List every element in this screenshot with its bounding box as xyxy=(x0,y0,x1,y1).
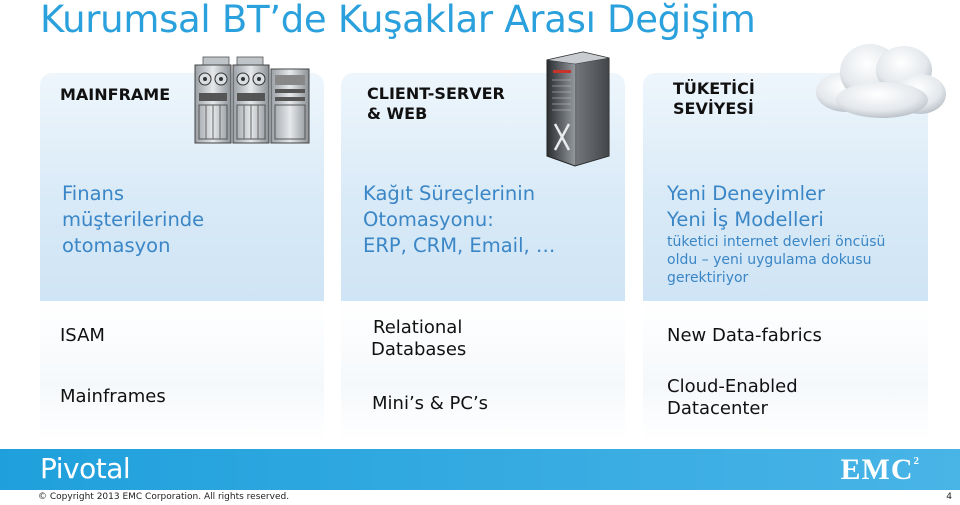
list-item: ISAM xyxy=(60,325,105,346)
column-description: Yeni Deneyimler Yeni İş Modelleri xyxy=(667,182,826,231)
column-consumer-level-lower: New Data-fabrics Cloud-Enabled Datacente… xyxy=(643,301,928,441)
cloud-icon xyxy=(816,44,946,118)
column-client-server-lower: Relational Databases Mini’s & PC’s xyxy=(341,301,625,441)
column-heading: CLIENT-SERVER & WEB xyxy=(367,84,505,123)
copyright-text: © Copyright 2013 EMC Corporation. All ri… xyxy=(38,492,290,502)
page-number: 4 xyxy=(946,492,952,502)
column-description: Finans müşterilerinde otomasyon xyxy=(62,182,205,257)
server-rack-icon xyxy=(546,51,610,167)
column-heading: MAINFRAME xyxy=(60,85,171,104)
slide-title: Kurumsal BT’de Kuşaklar Arası Değişim xyxy=(40,0,756,41)
mainframe-tape-drives-icon xyxy=(194,56,310,144)
column-mainframe-lower: ISAM Mainframes xyxy=(40,301,324,441)
list-item: Mini’s & PC’s xyxy=(372,393,489,414)
column-description: Kağıt Süreçlerinin Otomasyonu: ERP, CRM,… xyxy=(363,182,556,257)
footer-bar: Pivotal EMC2 xyxy=(0,449,960,490)
list-item: Mainframes xyxy=(60,386,166,407)
emc-logo: EMC2 xyxy=(840,453,920,486)
list-item: Cloud-Enabled Datacenter xyxy=(667,376,798,419)
list-item: Relational Databases xyxy=(371,317,467,360)
column-heading: TÜKETİCİ SEVİYESİ xyxy=(673,79,755,118)
column-note: tüketici internet devleri öncüsü oldu – … xyxy=(667,234,886,286)
list-item: New Data-fabrics xyxy=(667,325,822,346)
pivotal-logo: Pivotal xyxy=(40,452,131,485)
